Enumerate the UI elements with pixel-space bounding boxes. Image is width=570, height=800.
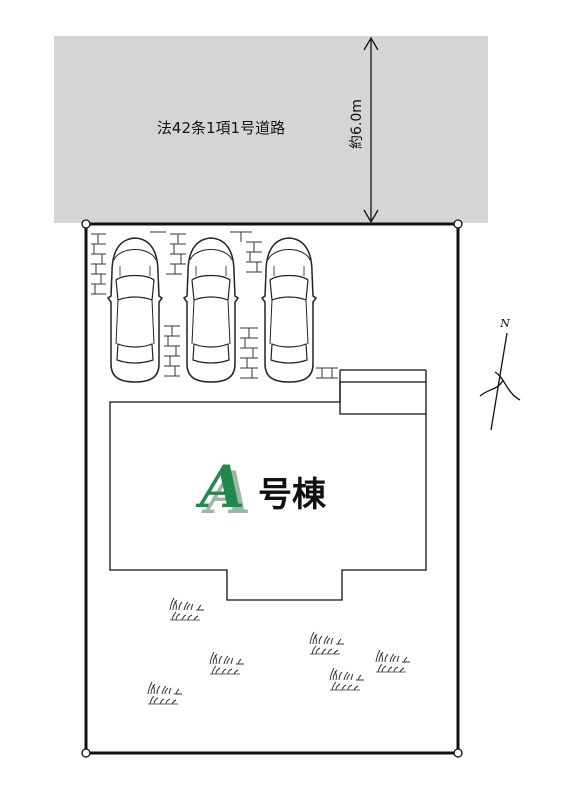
building-suffix: 号棟 [258, 475, 327, 515]
car-2-icon [183, 237, 239, 383]
road: 法42条1項1号道路 約6.0m [54, 36, 488, 224]
road-width-label: 約6.0m [349, 99, 365, 149]
north-arrow-icon: N [479, 317, 521, 431]
grass-clump [147, 681, 183, 705]
parking-spaces [107, 237, 317, 383]
grass-clump [329, 667, 365, 691]
building-letter: A [195, 453, 245, 521]
lot-boundary [81, 219, 463, 758]
brick-wall-icon [91, 231, 338, 379]
grass-clump [169, 597, 205, 621]
road-label: 法42条1項1号道路 [157, 119, 285, 137]
north-label: N [499, 317, 510, 330]
building-footprint [109, 369, 427, 601]
building-label: A A 号棟 [195, 453, 327, 527]
grass-clump [209, 651, 245, 675]
car-1-icon [107, 237, 163, 383]
car-3-icon [261, 237, 317, 383]
grass-clump [375, 649, 411, 673]
road-width-dimension: 約6.0m [349, 36, 379, 224]
building-letter-shadow: A [201, 459, 251, 527]
road-area [54, 36, 488, 223]
grass-tuft-icon [147, 597, 411, 705]
grass-clump [309, 631, 345, 655]
